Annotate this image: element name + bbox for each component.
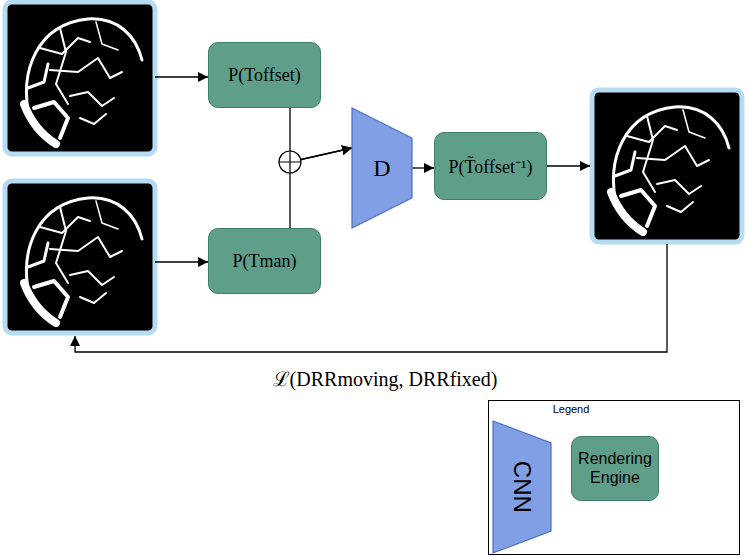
flow-arrow xyxy=(412,167,434,168)
legend-text: CNN xyxy=(508,461,536,513)
input-image xyxy=(5,2,155,154)
input-arrow xyxy=(155,76,208,77)
flow-arrow xyxy=(290,108,352,162)
node-label: P(Toffset) xyxy=(228,65,300,86)
node-label: D xyxy=(373,155,390,182)
sum-junction xyxy=(279,151,301,173)
legend-swatch xyxy=(493,421,551,553)
legend-entry: CNN xyxy=(493,421,551,553)
rendering-box: P(Tman) xyxy=(208,228,321,294)
legend-entry: Rendering Engine xyxy=(571,436,659,501)
connector-group xyxy=(290,108,434,228)
legend-title: Legend xyxy=(553,403,590,415)
input-arrow xyxy=(155,261,208,262)
legend-box: LegendCNN Rendering Engine xyxy=(488,400,740,555)
cnn-block: D xyxy=(352,108,412,228)
node-label: P(T̃offset⁻¹) xyxy=(449,154,533,178)
output-image xyxy=(592,90,742,242)
feedback-arrow xyxy=(75,244,667,352)
output-arrow xyxy=(547,165,590,166)
node-label: P(Tman) xyxy=(233,251,297,272)
rendering-box: P(Toffset) xyxy=(208,42,321,108)
input-image xyxy=(5,181,155,333)
rendering-box: P(T̃offset⁻¹) xyxy=(434,132,547,200)
legend-text: Rendering Engine xyxy=(571,450,659,487)
loss-label: ℒ(DRRmoving, DRRfixed) xyxy=(273,365,498,392)
